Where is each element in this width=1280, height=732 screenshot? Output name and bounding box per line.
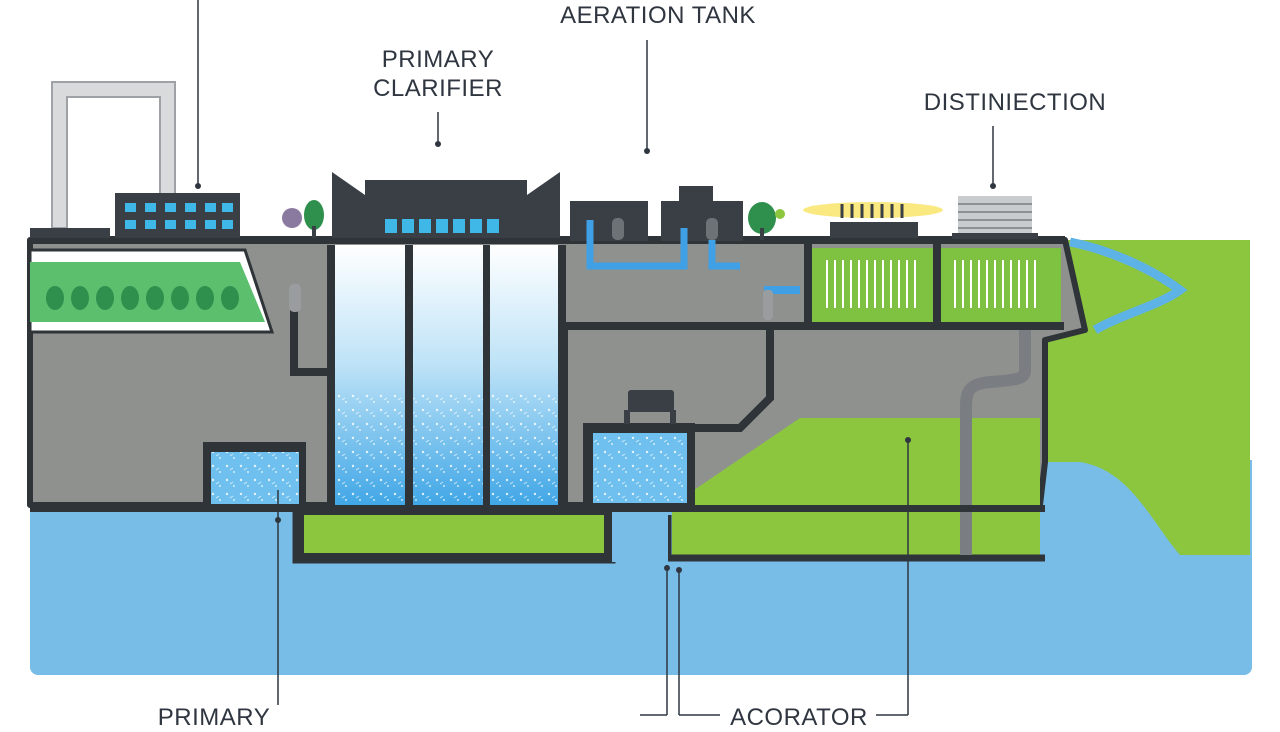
divider-lower-left (562, 330, 568, 510)
ground-bottom-line (30, 505, 1045, 512)
control-building-windows (125, 203, 233, 229)
aeration-pipe (586, 220, 688, 270)
label-dot-clarifler-2 (676, 567, 682, 573)
aeration-pipe-2 (708, 240, 740, 270)
sludge-grass (672, 418, 1040, 555)
label-disinfection: DISTINIECTION (923, 89, 1107, 116)
label-dot-bottom-primary (275, 517, 281, 523)
pipe-left-cap (289, 284, 301, 312)
label-dot-primary-clarifier (435, 141, 441, 147)
river-stream (1069, 237, 1188, 334)
clarifier-tanks (327, 245, 566, 507)
bushes-left (282, 200, 324, 238)
pipe-left (290, 288, 328, 376)
label-aeration-tank: AERATION TANK (560, 2, 756, 29)
disinfection-cells (812, 248, 1061, 322)
disinfection-unit (952, 196, 1038, 239)
tree-right (748, 202, 785, 240)
grass-trough (292, 510, 616, 564)
grass-hill (1045, 240, 1250, 555)
label-bottom-acorator: ACORATOR (730, 704, 868, 731)
gap-water (612, 512, 668, 562)
label-dot-top-left (195, 183, 201, 189)
inlet-base (30, 228, 110, 238)
pipe-secondary (690, 330, 774, 432)
label-dot-acorator (905, 437, 911, 443)
control-building (115, 193, 240, 238)
aeration-buildings (570, 186, 743, 241)
label-primary-clarifier-line2: CLARIFIER (373, 75, 503, 102)
outlet-cap (763, 290, 773, 320)
uv-unit (803, 202, 943, 238)
label-bottom-primary: PRIMARY (157, 704, 271, 731)
label-dot-disinfection (990, 183, 996, 189)
clarifier-windows (385, 219, 499, 233)
label-primary-clarifier-line1: PRIMARY (381, 46, 495, 73)
divider-aeration-floor (562, 322, 1064, 330)
tree-row (46, 286, 239, 310)
return-pipe (960, 330, 1031, 555)
divider-aeration-right (804, 242, 812, 328)
divider-green-mid (933, 242, 941, 328)
grit-tank (203, 442, 306, 507)
secondary-clarifier (583, 390, 695, 508)
surface-line (30, 236, 1065, 244)
label-dot-clarifler (664, 565, 670, 571)
label-dot-aeration (644, 148, 650, 154)
